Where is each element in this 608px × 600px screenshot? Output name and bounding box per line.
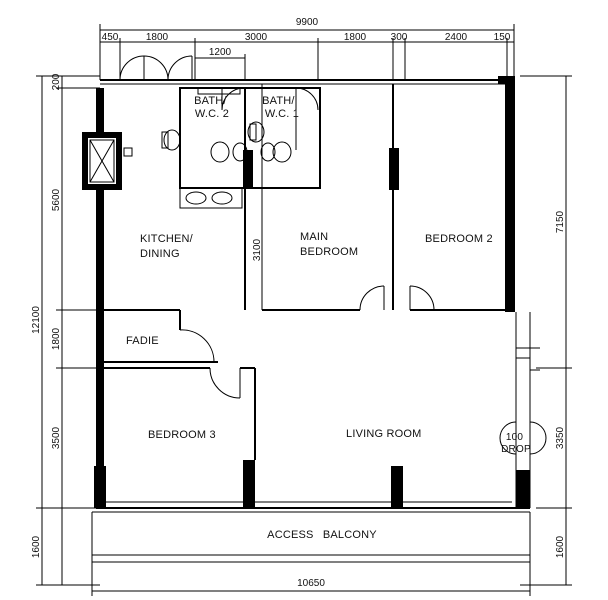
dim-top-segment: 3000 <box>245 32 268 43</box>
dim-bedroom-height: 3100 <box>252 238 263 261</box>
bottom-dimension-line <box>91 552 531 596</box>
room-label-bath2: BATH/ W.C. 2 <box>194 95 230 120</box>
drop-line1: 100 <box>506 432 524 443</box>
dim-top-segment: 1800 <box>344 32 367 43</box>
kitchen-line1: KITCHEN/ <box>140 233 194 245</box>
dim-left-segment: 1800 <box>51 327 62 350</box>
dim-top-segment: 1800 <box>146 32 169 43</box>
dim-top-segment: 450 <box>102 32 119 43</box>
main-bedroom-line1: MAIN <box>300 231 328 243</box>
dim-top-segment: 2400 <box>445 32 468 43</box>
bath2-line2: W.C. 2 <box>195 108 229 120</box>
main-bedroom-line2: BEDROOM <box>300 246 358 258</box>
dim-top-segment: 300 <box>391 32 408 43</box>
kitchen-sink <box>179 187 243 209</box>
dim-bottom-total: 10650 <box>297 578 325 589</box>
room-label-living-room: LIVING ROOM <box>346 428 422 440</box>
dim-right-segment: 7150 <box>555 210 566 233</box>
dim-left-segment: 5600 <box>51 188 62 211</box>
room-label-fadie: FADIE <box>126 335 159 347</box>
access-balcony <box>91 511 531 585</box>
dim-top-segment: 150 <box>494 32 511 43</box>
dim-top-sub: 1200 <box>209 47 232 58</box>
room-label-access-balcony: ACCESS BALCONY <box>267 529 377 541</box>
outer-walls <box>94 76 531 509</box>
bathrooms <box>161 87 321 189</box>
dim-right-segment: 1600 <box>555 535 566 558</box>
room-label-drop: 100 DROP <box>501 432 531 455</box>
interior-doors <box>179 285 547 455</box>
dim-left-segment: 200 <box>51 73 62 90</box>
room-label-main-bedroom: MAIN BEDROOM <box>300 231 358 258</box>
dim-left-segment: 1600 <box>31 535 42 558</box>
entrance-doors <box>119 55 193 81</box>
shelter-box <box>82 132 133 190</box>
bath2-line1: BATH/ <box>194 95 227 107</box>
kitchen-line2: DINING <box>140 248 180 260</box>
bath1-line1: BATH/ <box>262 95 295 107</box>
right-dimension-lines <box>520 75 572 586</box>
left-dimension-lines <box>36 75 100 586</box>
room-label-bath1: BATH/ W.C. 1 <box>262 95 299 120</box>
drop-line2: DROP <box>501 444 531 455</box>
room-label-bedroom3: BEDROOM 3 <box>148 429 216 441</box>
bath1-line2: W.C. 1 <box>265 108 299 120</box>
dim-left-total: 12100 <box>31 306 42 334</box>
dim-top-total: 9900 <box>296 17 319 28</box>
dim-right-segment: 3350 <box>555 426 566 449</box>
interior-walls <box>104 84 540 460</box>
room-label-bedroom2: BEDROOM 2 <box>425 233 493 245</box>
room-label-kitchen: KITCHEN/ DINING <box>140 233 196 260</box>
dim-left-segment: 3500 <box>51 426 62 449</box>
top-dimension-lines <box>99 24 515 80</box>
